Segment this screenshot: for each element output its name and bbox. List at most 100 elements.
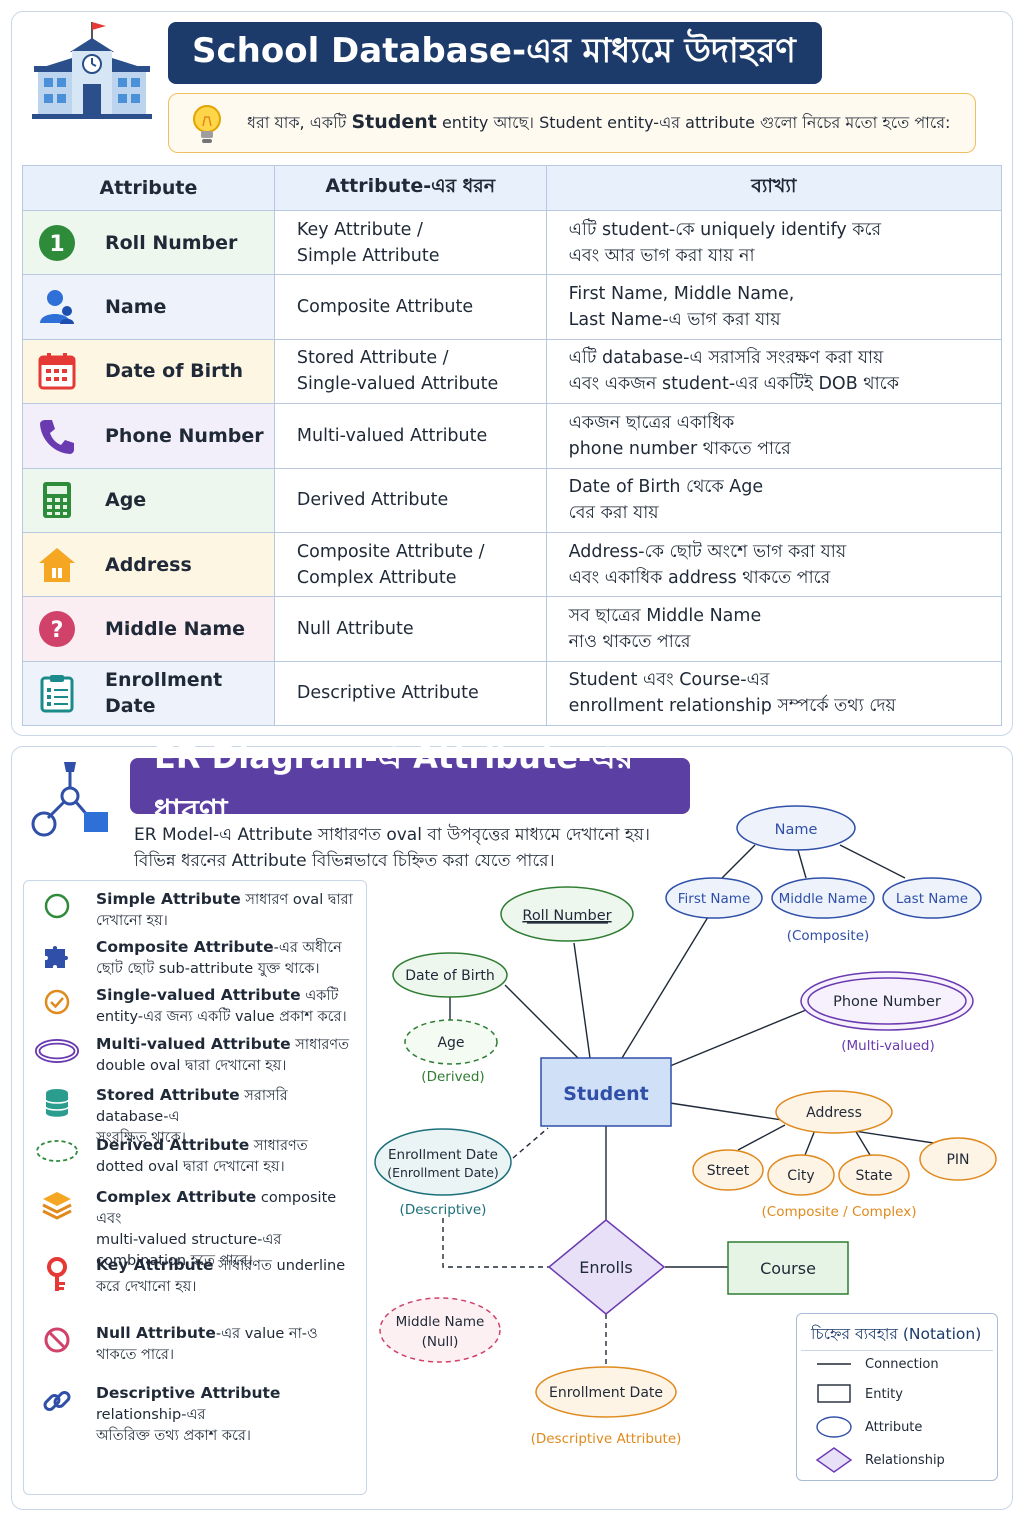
- legend-line: -এর অধীনে: [273, 940, 342, 956]
- multi-valued-caption: (Multi-valued): [841, 1038, 935, 1054]
- notation-attribute-label: Attribute: [865, 1420, 923, 1435]
- legend-term: Null Attribute: [96, 1324, 216, 1342]
- pin-label: PIN: [946, 1152, 969, 1168]
- table-row: Age Derived Attribute Date of Birth থেকে A…: [22, 467, 1003, 533]
- explanation-line: এবং একাধিক address থাকতে পারে: [568, 567, 831, 588]
- city-label: City: [787, 1168, 814, 1184]
- address-oval: [775, 1090, 893, 1134]
- legend-text: Stored Attribute সরাসরি database-এ সংরক্ষ…: [80, 1085, 364, 1149]
- explanation-line: First Name, Middle Name,: [568, 284, 795, 305]
- phone-number-outer-oval: [800, 971, 974, 1031]
- attribute-type-line: Derived Attribute: [296, 490, 449, 511]
- attribute-name: Enrollment Date: [105, 669, 223, 718]
- attribute-type-cell: Stored Attribute /Single-valued Attribut…: [273, 338, 547, 405]
- attribute-legend: Simple Attribute সাধারণ oval দ্বারাদেখান…: [23, 880, 367, 1495]
- attribute-name: Age: [105, 489, 147, 512]
- legend-line: সাধারণত: [249, 1138, 308, 1154]
- enrollment-date-bottom-label: Enrollment Date: [549, 1385, 663, 1401]
- legend-line: সাধারণ oval দ্বারা: [240, 892, 353, 908]
- explanation-cell: এটি database-এ সরাসরি সংরক্ষণ করা যায়এব…: [545, 338, 1003, 405]
- house-icon: [37, 545, 77, 585]
- header-attribute: Attribute: [22, 165, 275, 211]
- attribute-oval-icon: [816, 1416, 852, 1438]
- phone-icon: [37, 416, 77, 456]
- puzzle-icon: [34, 937, 80, 980]
- legend-line: সংরক্ষিত থাকে।: [96, 1130, 186, 1146]
- legend-item: Stored Attribute সরাসরি database-এ সংরক্ষ…: [34, 1085, 364, 1149]
- first-name-oval: [665, 877, 763, 919]
- explanation-line: এটি student-কে uniquely identify করে: [568, 219, 882, 240]
- name-attribute-oval: [736, 805, 856, 851]
- date-of-birth-oval: [392, 952, 508, 998]
- school-building-icon: [32, 22, 152, 119]
- course-entity-label: Course: [760, 1259, 816, 1278]
- age-label: Age: [437, 1035, 464, 1051]
- explanation-line: এটি database-এ সরাসরি সংরক্ষণ করা যায়: [568, 348, 884, 369]
- legend-term: Multi-valued Attribute: [96, 1035, 291, 1053]
- legend-line: relationship-এর: [96, 1407, 206, 1423]
- legend-term: Stored Attribute: [96, 1086, 240, 1104]
- link-icon: [34, 1383, 80, 1447]
- notation-title: চিহ্নের ব্যবহার (Notation): [811, 1325, 982, 1343]
- explanation-line: Address-কে ছোট অংশে ভাগ করা যায়: [568, 541, 847, 562]
- school-banner-title: School Database-এর মাধ্যমে উদাহরণ: [168, 22, 822, 84]
- legend-line: সাধারণত underline: [213, 1258, 346, 1274]
- derived-caption: (Derived): [421, 1069, 484, 1085]
- er-description: ER Model-এ Attribute সাধারণত oval বা উপব…: [134, 822, 650, 874]
- enrollment-date-descriptive-oval: [374, 1128, 512, 1196]
- legend-line: -এর value না-ও: [215, 1326, 318, 1342]
- notation-relationship-label: Relationship: [865, 1453, 945, 1468]
- attribute-type-cell: Key Attribute /Simple Attribute: [273, 209, 547, 276]
- legend-term: Key Attribute: [96, 1256, 214, 1274]
- attribute-name-cell: Enrollment Date: [22, 660, 275, 727]
- legend-text: Simple Attribute সাধারণ oval দ্বারাদেখান…: [80, 889, 353, 932]
- attribute-type-cell: Composite Attribute: [273, 274, 547, 340]
- double-oval-icon: [34, 1034, 80, 1077]
- legend-text: Composite Attribute-এর অধীনেছোট ছোট sub-…: [80, 937, 342, 980]
- notation-connection-label: Connection: [865, 1357, 939, 1372]
- attribute-type-cell: Composite Attribute /Complex Attribute: [273, 531, 547, 598]
- legend-term: Derived Attribute: [96, 1136, 250, 1154]
- age-derived-oval: [404, 1019, 498, 1065]
- middle-name-null-label-2: (Null): [422, 1334, 459, 1350]
- pin-oval: [919, 1137, 997, 1181]
- composite-complex-caption: (Composite / Complex): [762, 1204, 917, 1220]
- legend-item: Single-valued Attribute একটিentity-এর জন…: [34, 985, 364, 1028]
- attribute-name-cell: ?Middle Name: [22, 596, 275, 662]
- explanation-line: Date of Birth থেকে Age: [568, 477, 764, 498]
- user-icon: [37, 287, 77, 327]
- attribute-name: Roll Number: [105, 231, 238, 254]
- table-header-row: Attribute Attribute-এর ধরন ব্যাখ্যা: [22, 165, 1003, 211]
- notation-symbols: [815, 1363, 853, 1473]
- attribute-type-line: Single-valued Attribute: [296, 374, 499, 395]
- header-attribute-type: Attribute-এর ধরন: [273, 165, 547, 211]
- circle-icon: [34, 889, 80, 932]
- student-entity-box: [540, 1057, 672, 1127]
- city-oval: [767, 1154, 835, 1196]
- enrollment-date-label-1: Enrollment Date: [388, 1147, 498, 1163]
- clipboard-icon: [37, 673, 77, 713]
- legend-line: দেখানো হয়।: [96, 913, 168, 929]
- date-of-birth-label: Date of Birth: [405, 968, 494, 984]
- explanation-line: সব ছাত্রের Middle Name: [568, 605, 762, 626]
- table-row: ?Middle Name Null Attribute সব ছাত্রের Mid…: [22, 596, 1003, 662]
- legend-line: সরাসরি database-এ: [96, 1088, 288, 1125]
- er-description-line-2: বিভিন্ন ধরনের Attribute বিভিন্নভাবে চিহ্…: [134, 851, 555, 871]
- er-dashed-connections: [442, 1127, 607, 1367]
- roll-number-label: Roll Number: [522, 908, 611, 924]
- check-circle-icon: [34, 985, 80, 1028]
- explanation-line: একজন ছাত্রের একাধিক: [568, 412, 735, 433]
- attribute-name-cell: Name: [22, 274, 275, 340]
- legend-term: Single-valued Attribute: [96, 986, 301, 1004]
- svg-text:?: ?: [51, 618, 64, 643]
- legend-item: Complex Attribute composite এবংmulti-val…: [34, 1187, 364, 1272]
- attribute-type-line: Null Attribute: [296, 618, 414, 639]
- attribute-name-cell: Phone Number: [22, 403, 275, 469]
- first-name-label: First Name: [678, 891, 751, 907]
- explanation-line: বের করা যায়: [568, 503, 659, 524]
- state-label: State: [855, 1168, 892, 1184]
